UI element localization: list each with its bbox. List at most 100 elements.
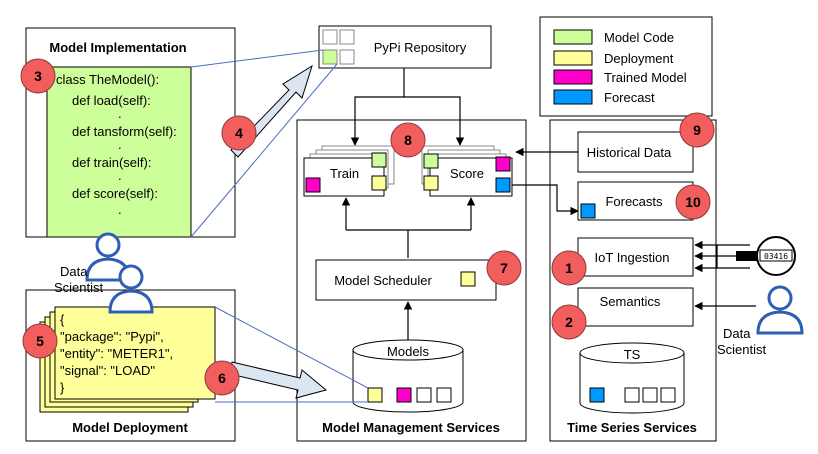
config-line: "signal": "LOAD": [60, 363, 155, 378]
train-label: Train: [330, 166, 359, 181]
legend-swatch-forecast: [553, 89, 593, 105]
legend-label: Forecast: [604, 90, 655, 105]
models-database: Models: [352, 339, 464, 413]
implementation-title: Model Implementation: [49, 40, 186, 55]
models-label: Models: [387, 344, 429, 359]
ts-empty-chip: [660, 387, 676, 403]
code-line: .: [118, 106, 122, 121]
step-badge-1: 1: [551, 250, 587, 286]
ts-cylinder-body: [579, 353, 685, 414]
deployment-title: Model Deployment: [72, 420, 188, 435]
code-line: class TheModel():: [56, 72, 159, 87]
step-badge-number: 8: [404, 132, 412, 148]
code-line: def load(self):: [72, 93, 151, 108]
models-deploy-chip: [367, 387, 383, 403]
management-title: Model Management Services: [322, 420, 500, 435]
step-badge-number: 1: [565, 260, 573, 276]
step-badge-6: 6: [204, 360, 240, 396]
scheduler-deploy-chip: [460, 271, 476, 287]
score-deploy-chip: [423, 175, 439, 191]
train-code-chip: [371, 152, 387, 168]
semantics-box: [577, 287, 694, 327]
code-lines: class TheModel(): def load(self): . def …: [56, 72, 177, 217]
step-badge-8: 8: [390, 122, 426, 158]
projection-line: [214, 306, 369, 389]
step-badges: 3 4 5 6 7 8 9 10: [20, 58, 715, 396]
config-line: "package": "Pypi",: [60, 329, 164, 344]
repo-slot: [322, 29, 338, 45]
ts-label: TS: [624, 347, 641, 362]
person-icon: [108, 264, 154, 314]
models-empty-chip: [416, 387, 432, 403]
semantics-label: Semantics: [600, 294, 661, 309]
train-trained-model-chip: [305, 177, 321, 193]
step-badge-9: 9: [679, 112, 715, 148]
code-line: def train(self):: [72, 155, 151, 170]
step-badge-number: 6: [218, 370, 226, 386]
step-badge-number: 10: [685, 194, 701, 210]
ts-database: TS: [579, 342, 685, 414]
step-badge-number: 9: [693, 122, 701, 138]
step-badge-number: 3: [34, 68, 42, 84]
model-code-block: [46, 66, 192, 238]
iot-ingestion-box: [577, 237, 694, 277]
forecasts-label: Forecasts: [605, 194, 663, 209]
step-badge-number: 7: [500, 260, 508, 276]
score-label: Score: [450, 166, 484, 181]
step-badge-5: 5: [22, 323, 58, 359]
score-to-forecasts-arrow: [512, 184, 579, 216]
data-scientist-label: Scientist: [54, 280, 104, 295]
person-icon: [756, 285, 804, 335]
iot-ingestion-label: IoT Ingestion: [595, 250, 670, 265]
legend-label: Deployment: [604, 51, 674, 66]
train-deploy-chip: [371, 175, 387, 191]
config-line: {: [60, 312, 65, 327]
models-cylinder-top: [352, 339, 464, 361]
train-job-stack: Train: [303, 145, 395, 197]
pypi-repository-label: PyPi Repository: [374, 40, 467, 55]
repo-to-train-arrow: [350, 68, 405, 146]
deploy-arrow: [229, 361, 328, 399]
config-card: [54, 306, 216, 400]
repo-to-score-arrow: [404, 96, 465, 146]
step-badge-number: 2: [565, 314, 573, 330]
data-scientist-label: Data: [60, 264, 88, 279]
data-scientist-right: Data Scientist: [717, 285, 804, 357]
model-scheduler-label: Model Scheduler: [334, 273, 432, 288]
legend-swatch-model-code: [553, 29, 593, 45]
step-badge-10: 10: [675, 184, 711, 220]
score-job-stack: Score: [421, 145, 513, 197]
legend-swatch-deployment: [553, 50, 593, 66]
timeseries-title: Time Series Services: [567, 420, 697, 435]
step-badge-number: 5: [36, 333, 44, 349]
code-line: .: [118, 137, 122, 152]
legend-items: Model Code Deployment Trained Model Fore…: [553, 29, 687, 105]
data-scientist-left: Data Scientist: [54, 232, 154, 314]
config-line: }: [60, 380, 65, 395]
data-scientist-label: Data: [723, 326, 751, 341]
step-badge-2: 2: [551, 304, 587, 340]
ts-cylinder-top: [579, 342, 685, 364]
models-empty-chip: [436, 387, 452, 403]
code-line: .: [118, 202, 122, 217]
repo-slot: [339, 29, 355, 45]
score-code-chip: [423, 153, 439, 169]
ts-empty-chip: [642, 387, 658, 403]
deployment-config-stack: { "package": "Pypi", "entity": "METER1",…: [39, 306, 216, 413]
ts-forecast-chip: [589, 387, 605, 403]
score-forecast-chip: [495, 177, 511, 193]
models-trained-chip: [396, 387, 412, 403]
historical-data-label: Historical Data: [587, 145, 672, 160]
projection-line: [190, 49, 324, 68]
data-scientist-label: Scientist: [717, 342, 767, 357]
step-badge-7: 7: [486, 250, 522, 286]
legend-label: Trained Model: [604, 70, 687, 85]
legend-swatch-trained-model: [553, 69, 593, 85]
projection-line: [190, 63, 338, 238]
forecasts-chip: [580, 203, 596, 219]
smart-meter-icon: 03416: [736, 236, 796, 276]
meter-reading: 03416: [764, 252, 788, 261]
step-badge-4: 4: [221, 115, 257, 151]
